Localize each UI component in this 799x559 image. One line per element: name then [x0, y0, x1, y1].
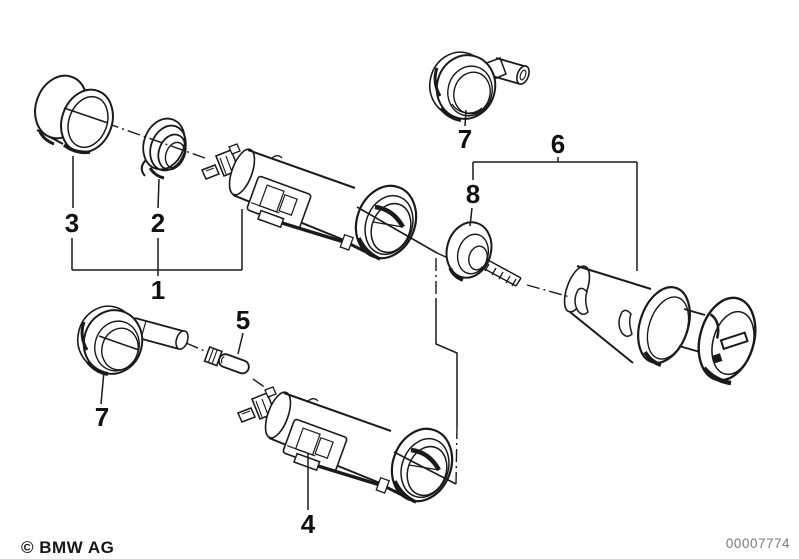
image-number-text: 00007774: [725, 536, 790, 551]
part-7-lamp-ring-top: [428, 51, 530, 122]
center-axis-lines: [105, 122, 571, 485]
callout-1[interactable]: 1: [151, 275, 165, 305]
part-4-socket-housing: [238, 387, 462, 510]
callouts: 3 2 1 5 7 6 8 7 4: [65, 124, 565, 539]
callout-7[interactable]: 7: [458, 124, 472, 154]
part-8-disc-screw: [445, 221, 522, 287]
part-7-lamp-ring-bottom: [76, 305, 189, 376]
bmw-copyright-text: © BMW AG: [21, 538, 115, 557]
part-3-sleeve: [34, 74, 114, 155]
axis-through-socket4-opening: [393, 451, 457, 485]
callout-leader-lines: [71, 109, 638, 510]
callout-7[interactable]: 7: [95, 402, 109, 432]
callout-4[interactable]: 4: [301, 509, 316, 539]
callout-6[interactable]: 6: [551, 129, 565, 159]
callout-2[interactable]: 2: [151, 208, 165, 238]
part-5-bulb: [203, 345, 250, 375]
axis-through-sleeve: [63, 107, 109, 124]
callout-8[interactable]: 8: [466, 179, 480, 209]
callout-5[interactable]: 5: [236, 305, 250, 335]
callout-3[interactable]: 3: [65, 208, 79, 238]
axis-through-socket-opening: [356, 206, 438, 254]
cigarette-icon: [709, 313, 749, 364]
part-2-spring: [140, 117, 187, 180]
part-1-socket-housing: [202, 144, 438, 267]
part-6-lighter-knob: [563, 265, 757, 386]
